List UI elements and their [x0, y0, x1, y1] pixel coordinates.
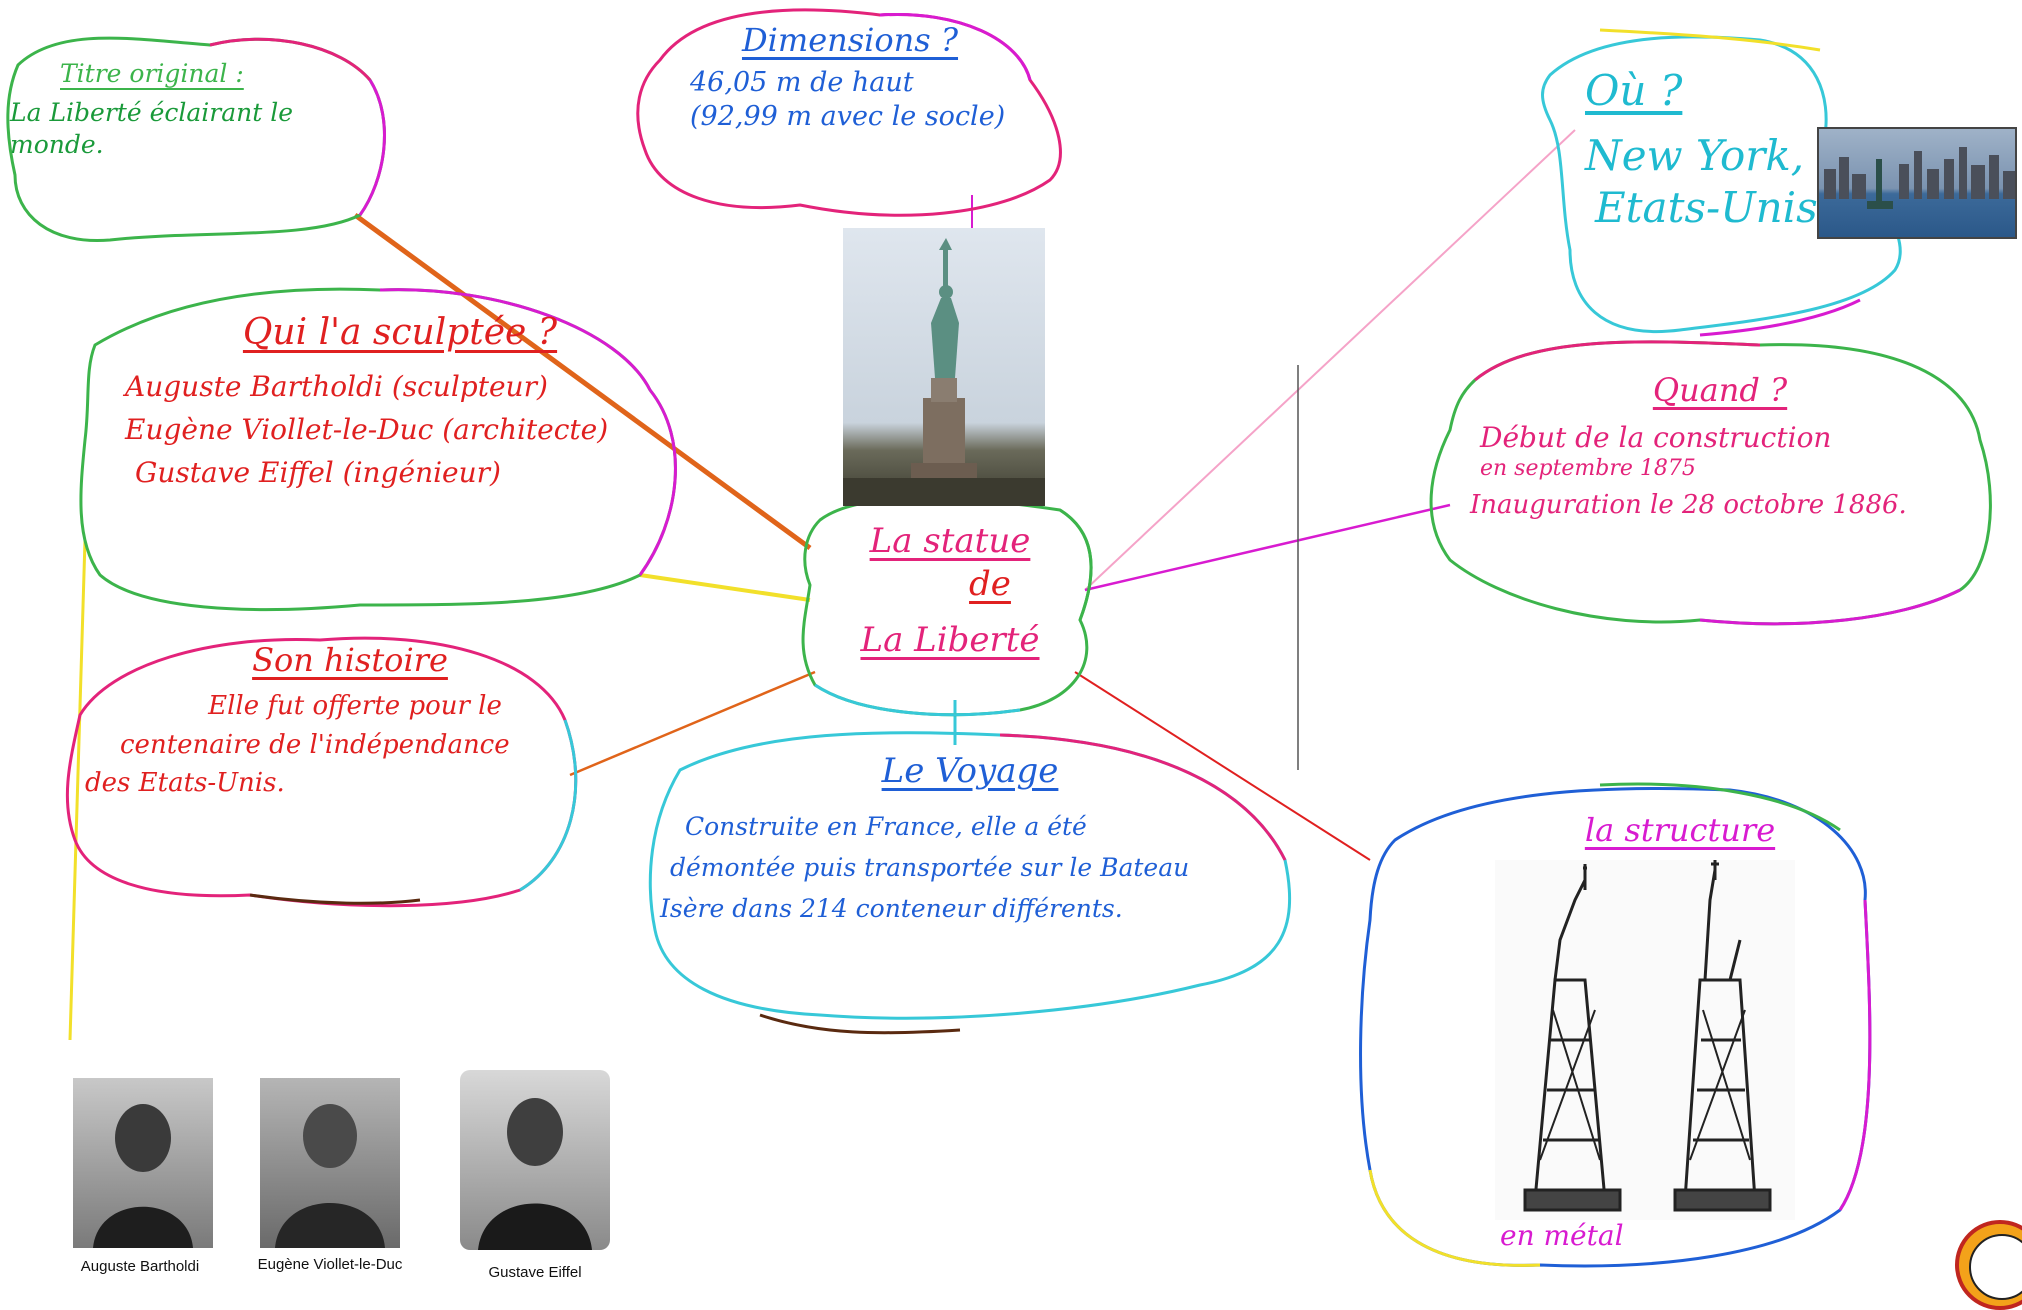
- portrait-eiffel: [460, 1070, 610, 1250]
- center-title-line3: La Liberté: [860, 620, 1040, 660]
- voyage-label: Le Voyage: [881, 751, 1059, 791]
- center-title-line1: La statue: [869, 521, 1031, 561]
- sculpte-label: Qui l'a sculptée ?: [242, 312, 558, 353]
- link-histoire: [569, 670, 816, 777]
- histoire-line1: Elle fut offerte pour le: [208, 691, 502, 721]
- titre-text: La Liberté éclairant le monde.: [10, 98, 294, 159]
- portrait-caption-1: Auguste Bartholdi: [80, 1258, 200, 1275]
- bubble-outline-dimensions: [636, 8, 1062, 217]
- dimensions-label: Dimensions ?: [741, 21, 959, 59]
- portrait-viollet-le-duc: [260, 1078, 400, 1248]
- ou-label: Où ?: [1585, 66, 1683, 115]
- bubble-outline-sculpte: [79, 287, 677, 612]
- histoire-line2: centenaire de l'indépendance: [120, 729, 510, 760]
- link-structure: [1074, 671, 1371, 861]
- portrait-caption-2: Eugène Viollet-le-Duc: [257, 1256, 403, 1273]
- sculpte-line-3: Gustave Eiffel (ingénieur): [135, 456, 501, 489]
- portrait-caption-3: Gustave Eiffel: [488, 1264, 582, 1281]
- bubble-outline-structure: [1359, 782, 1872, 1268]
- bubble-outline-ou: [1541, 28, 1902, 337]
- frame-left: [1523, 864, 1622, 1212]
- center-node: La statue de La Liberté: [815, 520, 1085, 710]
- link-portraits: [68, 539, 87, 1041]
- portraits-panel: Auguste Bartholdi Eugène Viollet-le-Duc …: [55, 1040, 625, 1303]
- sculpte-line-2: Eugène Viollet-le-Duc (architecte): [125, 413, 609, 446]
- structure-caption: en métal: [1500, 1219, 1624, 1252]
- node-ou: Où ? New York, Etats-Unis: [1555, 65, 1855, 315]
- link-ou: [1084, 129, 1576, 591]
- voyage-line3: Isère dans 214 conteneur différents.: [660, 894, 1123, 923]
- node-quand: Quand ? Début de la construction en sept…: [1460, 370, 1980, 590]
- frame-right: [1673, 860, 1772, 1212]
- quand-line1: Début de la construction: [1480, 421, 1832, 454]
- dimensions-line1: 46,05 m de haut: [690, 67, 914, 98]
- person-silhouette-1: [93, 1104, 193, 1248]
- sculpte-line-1: Auguste Bartholdi (sculpteur): [125, 370, 548, 403]
- logo-inner: [1969, 1234, 2022, 1300]
- quand-line3: Inauguration le 28 octobre 1886.: [1470, 489, 1907, 520]
- person-silhouette-3: [478, 1098, 592, 1250]
- skyline-illustration: [1824, 147, 2015, 209]
- new-york-photo: [1817, 127, 2017, 239]
- quand-line2: en septembre 1875: [1480, 456, 1696, 481]
- person-silhouette-2: [275, 1104, 385, 1248]
- histoire-line3: des Etats-Unis.: [85, 768, 285, 798]
- node-titre-original: Titre original : La Liberté éclairant le…: [10, 58, 380, 228]
- metal-frame-illustration: [1523, 860, 1772, 1212]
- quand-label: Quand ?: [1652, 371, 1788, 409]
- voyage-line1: Construite en France, elle a été: [685, 811, 1087, 841]
- center-title-line2: de: [969, 563, 1011, 604]
- statue-photo: [843, 228, 1045, 506]
- link-sculpte: [639, 573, 811, 602]
- node-sculpteurs: Qui l'a sculptée ? Auguste Bartholdi (sc…: [100, 310, 660, 600]
- structure-label: la structure: [1584, 811, 1776, 849]
- bubble-outline-histoire: [65, 636, 578, 908]
- node-voyage: Le Voyage Construite en France, elle a é…: [660, 750, 1280, 980]
- node-histoire: Son histoire Elle fut offerte pour le ce…: [75, 640, 565, 870]
- ou-line1: New York,: [1585, 130, 1805, 180]
- portrait-bartholdi: [73, 1078, 213, 1248]
- titre-label: Titre original :: [60, 59, 244, 88]
- ou-line2: Etats-Unis: [1595, 183, 1818, 232]
- link-quand: [1084, 503, 1451, 592]
- link-titre: [353, 212, 812, 551]
- bubble-outline-voyage: [648, 731, 1292, 1035]
- structure-drawing: [1495, 860, 1795, 1220]
- statue-illustration: [843, 238, 1045, 506]
- bubble-outline-titre: [6, 36, 386, 243]
- dimensions-line2: (92,99 m avec le socle): [690, 100, 1006, 132]
- histoire-label: Son histoire: [252, 641, 448, 679]
- voyage-line2: démontée puis transportée sur le Bateau: [670, 852, 1190, 882]
- bubble-outline-quand: [1429, 340, 1992, 626]
- node-dimensions: Dimensions ? 46,05 m de haut (92,99 m av…: [650, 20, 1050, 210]
- node-structure: la structure: [1380, 810, 1860, 1260]
